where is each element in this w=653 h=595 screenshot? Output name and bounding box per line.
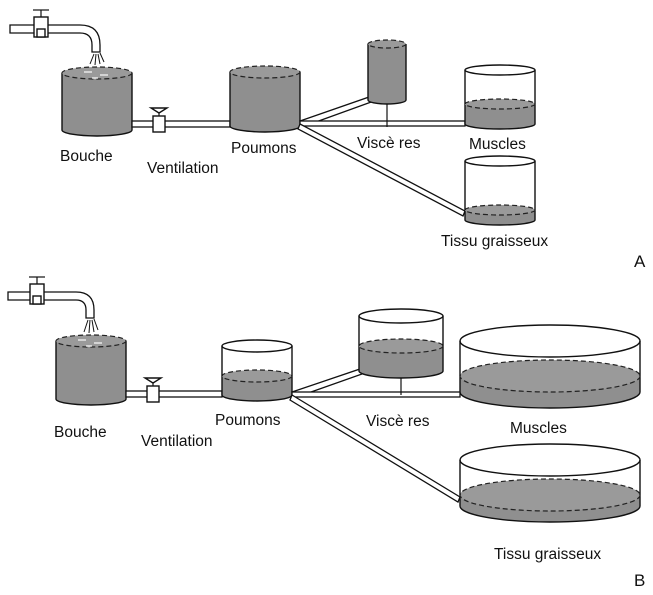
- label-mouth-a: Bouche: [60, 148, 113, 165]
- viscera-container-b: [358, 308, 444, 395]
- branch-pipes-a: [297, 95, 466, 217]
- panel-letter-b: B: [634, 571, 645, 590]
- lungs-container-a: [229, 65, 301, 133]
- panel-a: Bouche Ventilation Poumons Viscè res Mus…: [9, 9, 646, 271]
- label-ventilation-a: Ventilation: [147, 160, 219, 177]
- lungs-container-b: [221, 339, 293, 402]
- label-lungs-a: Poumons: [231, 140, 297, 157]
- viscera-container-a: [367, 39, 407, 127]
- branch-pipes-b: [289, 368, 461, 503]
- ventilation-pipe-b: [125, 377, 223, 403]
- fat-container-a: [464, 155, 536, 226]
- label-fat-a: Tissu graisseux: [441, 233, 548, 250]
- label-muscles-a: Muscles: [469, 136, 526, 153]
- muscles-container-a: [464, 64, 536, 130]
- label-muscles-b: Muscles: [510, 420, 567, 437]
- label-mouth-b: Bouche: [54, 424, 107, 441]
- panel-letter-a: A: [634, 252, 646, 271]
- spray-a: [89, 52, 105, 66]
- muscles-container-b: [459, 324, 641, 409]
- spray-b: [83, 318, 99, 334]
- mouth-container-a: [61, 66, 133, 137]
- label-ventilation-b: Ventilation: [141, 433, 213, 450]
- fat-container-b: [459, 443, 641, 523]
- faucet-a: [9, 9, 101, 53]
- ventilation-pipe-a: [131, 107, 231, 133]
- label-viscera-a: Viscè res: [357, 135, 421, 152]
- mouth-container-b: [55, 334, 127, 406]
- label-fat-b: Tissu graisseux: [494, 546, 601, 563]
- panel-b: Bouche Ventilation Poumons Viscè res Mus…: [7, 276, 645, 590]
- label-lungs-b: Poumons: [215, 412, 281, 429]
- faucet-b: [7, 276, 95, 319]
- label-viscera-b: Viscè res: [366, 413, 430, 430]
